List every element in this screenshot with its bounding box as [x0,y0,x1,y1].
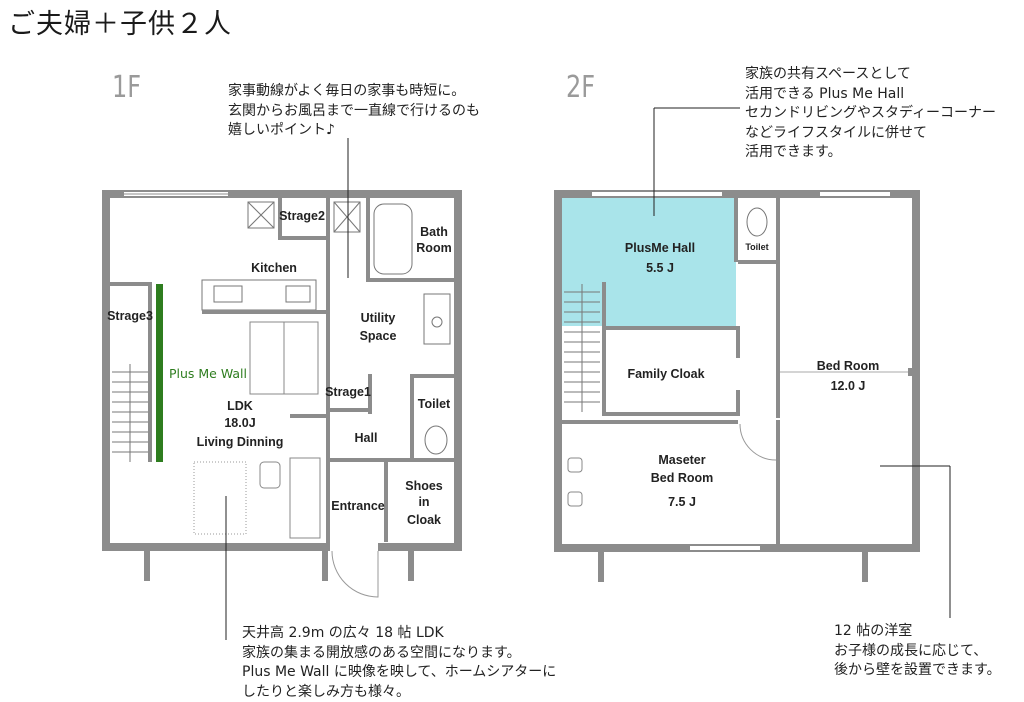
stairs [112,364,148,462]
room-label-strage1: Strage1 [325,385,371,399]
sofa [290,458,320,538]
wall [736,326,740,358]
room-label-family-cloak: Family Cloak [627,367,704,381]
floor1-plan: Strage2 Bath Room Kitchen Strage3 Utilit… [102,138,462,640]
window [820,192,890,196]
room-label-space: Space [360,329,397,343]
wall [602,326,740,330]
pillow [568,458,582,472]
entrance-door [332,551,378,597]
wall [602,282,606,414]
wall [454,190,462,550]
room-label-bath: Bath [420,225,448,239]
door-arc [740,424,776,460]
washbasin-bowl [432,317,442,327]
window [592,192,722,196]
wall [326,458,462,462]
wall [776,198,780,418]
floor2-plan: PlusMe Hall 5.5 J Toilet Family Cloak Be… [554,108,950,618]
wall [366,278,454,282]
wall [736,390,740,416]
wall [102,543,330,551]
room-label-plusme-hall: PlusMe Hall [625,241,695,255]
wall [202,310,326,314]
plus-me-wall [156,284,163,462]
room-label-strage3: Strage3 [107,309,153,323]
sink [214,286,242,302]
room-label-strage2: Strage2 [279,209,325,223]
room-label-master: Maseter [658,453,705,467]
room-label-hall: Hall [355,431,378,445]
wall [738,260,778,264]
wall [554,190,562,552]
wall [414,374,454,378]
room-label-living-dinning: Living Dinning [197,435,284,449]
room-label-entrance: Entrance [331,499,385,513]
column [408,551,414,581]
wall [102,190,110,550]
room-label-in: in [418,495,429,509]
room-label-master-bed-room: Bed Room [651,471,714,485]
room-label-bath-room: Room [416,241,451,255]
wall [326,198,330,278]
wall [110,282,150,286]
room-label-toilet: Toilet [418,397,451,411]
column [322,551,328,581]
room-label-cloak: Cloak [407,513,441,527]
pillow [568,492,582,506]
room-label-shoes: Shoes [405,479,443,493]
room-label-bed-size: 12.0 J [831,379,866,393]
room-label-plusme-size: 5.5 J [646,261,674,275]
stove [286,286,310,302]
room-label-ldk-size: 18.0J [224,416,255,430]
wall [734,198,738,262]
plus-me-wall-label: Plus Me Wall [169,366,247,381]
wall [366,198,370,280]
column [144,551,150,581]
toilet-fixture [747,208,767,236]
rug [194,462,246,534]
toilet-fixture [425,426,447,454]
wall [278,236,328,240]
wall [562,420,738,424]
wall [330,408,370,412]
wall [378,543,462,551]
wall [326,278,330,543]
washbasin [424,294,450,344]
chair [260,462,280,488]
room-label-master-size: 7.5 J [668,495,696,509]
wall [776,420,780,544]
room-label-ldk: LDK [227,399,253,413]
bathtub [374,204,412,274]
room-label-kitchen: Kitchen [251,261,297,275]
window [690,546,760,550]
kitchen-counter [202,280,316,310]
room-label-bed-room: Bed Room [817,359,880,373]
wall [602,412,740,416]
wall [290,414,330,418]
column [908,368,916,376]
column [862,552,868,582]
wall [410,374,414,458]
room-label-toilet-2f: Toilet [745,242,768,252]
room-label-utility: Utility [361,311,396,325]
column [598,552,604,582]
